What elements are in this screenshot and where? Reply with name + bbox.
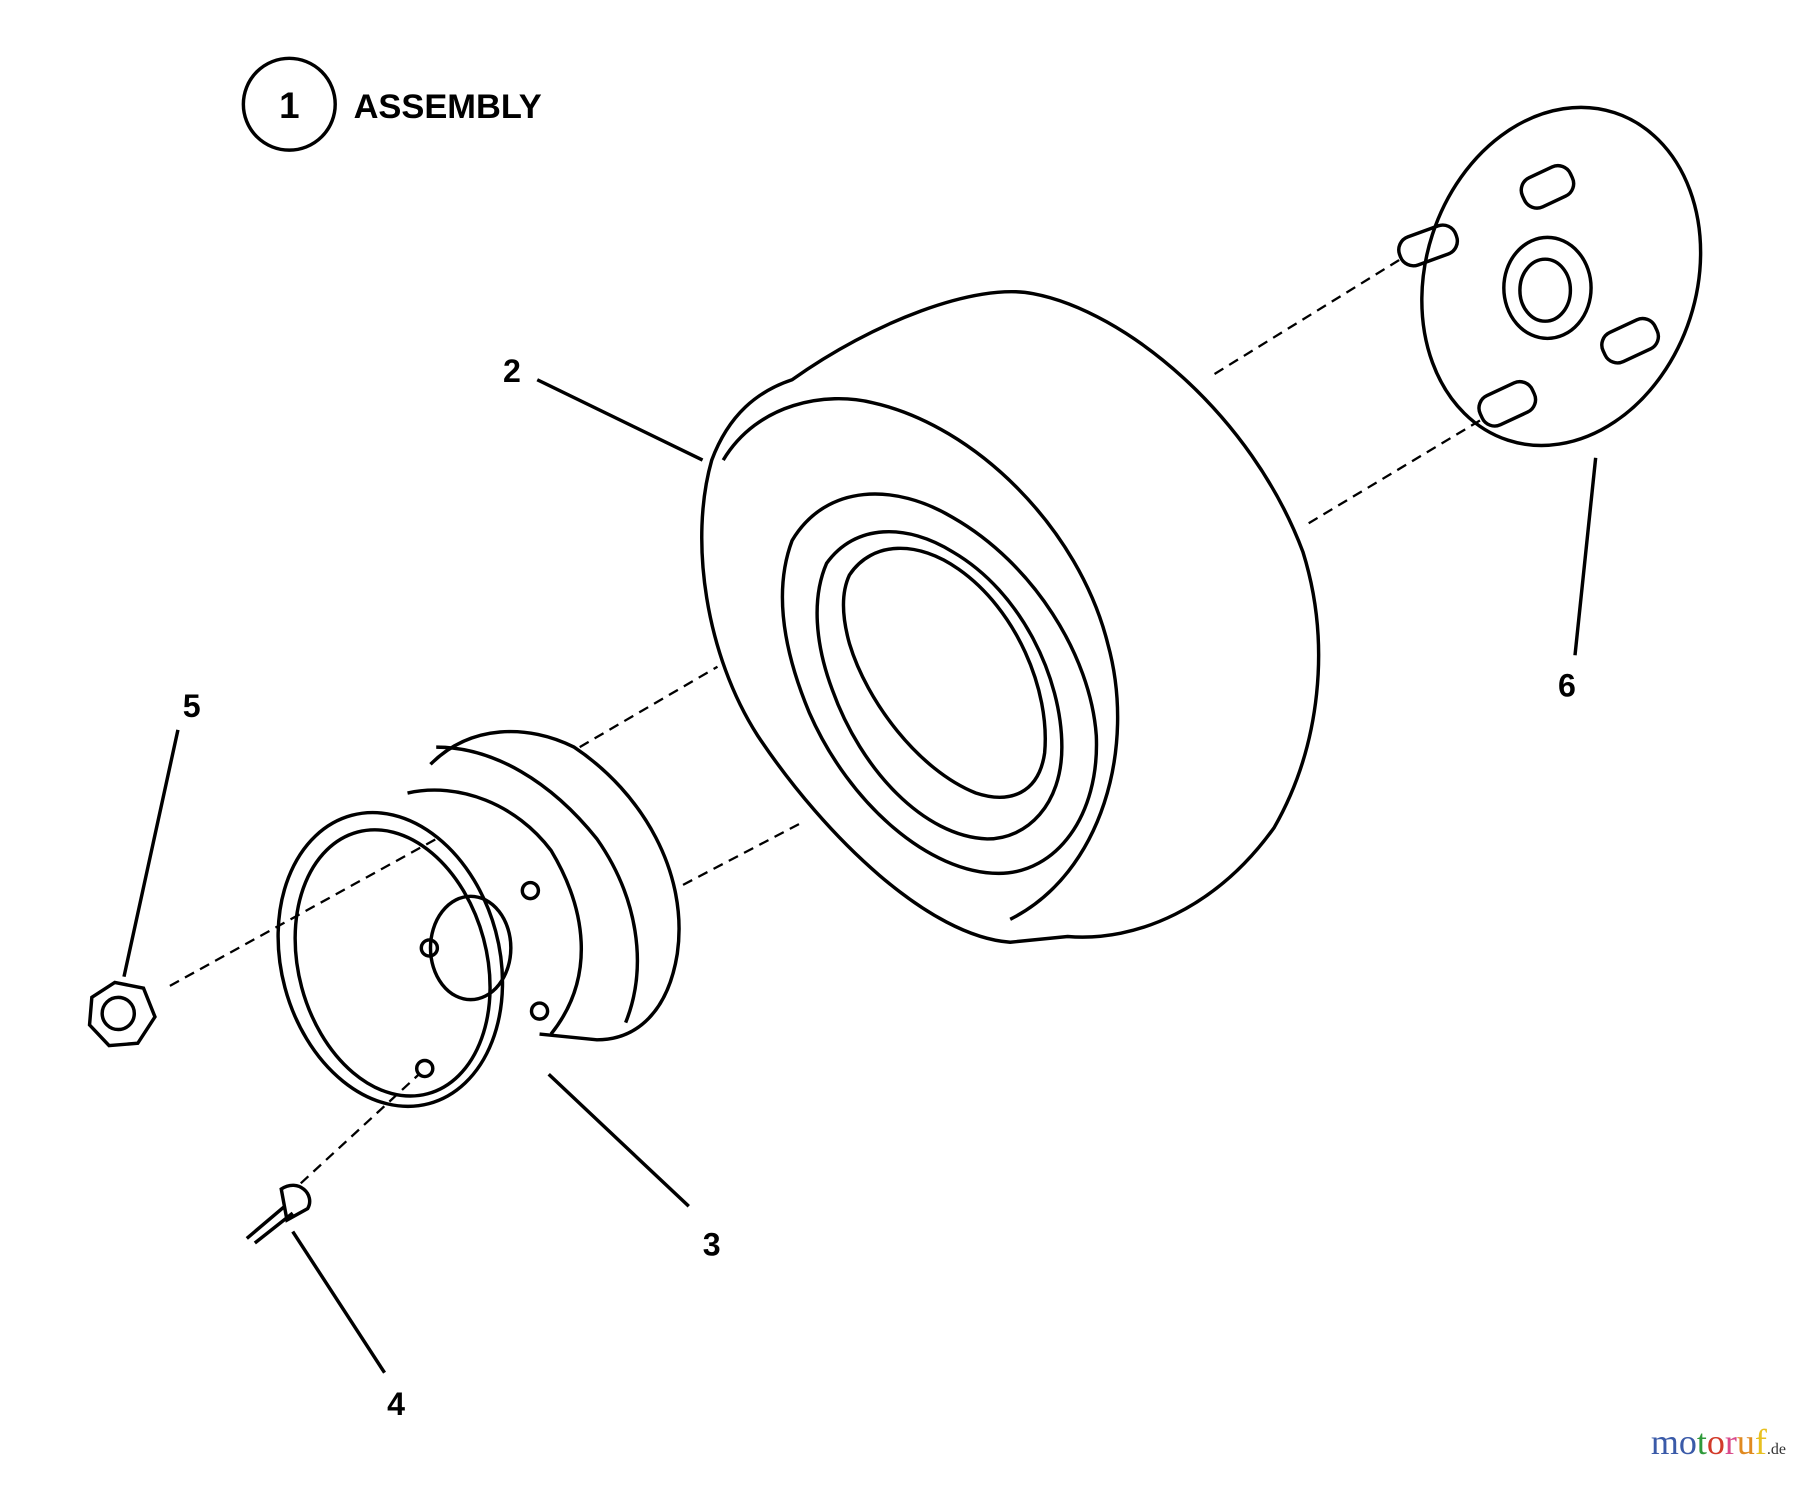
hub-part	[1397, 105, 1703, 448]
nut-part	[87, 980, 157, 1048]
tire-part	[700, 289, 1321, 944]
assembly-lines	[169, 258, 1482, 1185]
callout-6: 6	[1558, 668, 1576, 704]
assembly-number: 1	[279, 85, 299, 126]
watermark-logo: motoruf.de	[1650, 1422, 1786, 1462]
callout-5: 5	[183, 688, 201, 724]
valve-stem-part	[245, 1183, 312, 1245]
callout-4: 4	[387, 1386, 405, 1422]
assembly-label: ASSEMBLY	[354, 88, 542, 126]
leader-lines	[122, 378, 1598, 1374]
rim-part	[276, 729, 681, 1109]
callout-2: 2	[503, 353, 521, 389]
assembly-badge: 1 ASSEMBLY	[241, 56, 542, 152]
callout-3: 3	[703, 1227, 721, 1263]
